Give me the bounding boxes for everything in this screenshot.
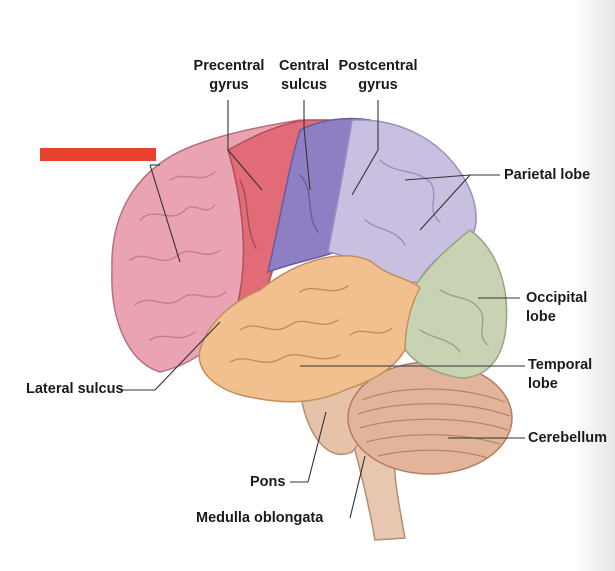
leader-lines — [120, 100, 525, 519]
label-postcentral-gyrus: Postcentral gyrus — [332, 57, 424, 95]
label-central-sulcus-line2: sulcus — [281, 77, 327, 93]
label-occipital-lobe-line2: lobe — [526, 309, 556, 325]
label-precentral-gyrus: Precentral gyrus — [186, 57, 272, 95]
label-cerebellum: Cerebellum — [528, 430, 607, 446]
label-central-sulcus-line1: Central — [279, 58, 329, 74]
label-precentral-gyrus-line1: Precentral — [193, 58, 265, 74]
label-occipital-lobe: Occipital lobe — [526, 289, 587, 327]
label-temporal-lobe: Temporal lobe — [528, 356, 592, 394]
label-occipital-lobe-line1: Occipital — [526, 290, 588, 306]
temporal-lobe-shape — [198, 255, 421, 403]
label-temporal-lobe-line2: lobe — [528, 376, 558, 392]
label-parietal-lobe: Parietal lobe — [504, 167, 591, 183]
label-precentral-gyrus-line2: gyrus — [209, 77, 249, 93]
label-medulla-oblongata: Medulla oblongata — [196, 510, 324, 526]
occipital-lobe-shape — [401, 229, 508, 379]
label-postcentral-gyrus-line1: Postcentral — [338, 58, 418, 74]
label-central-sulcus: Central sulcus — [268, 57, 340, 95]
redaction-bar — [40, 148, 156, 161]
label-postcentral-gyrus-line2: gyrus — [358, 77, 398, 93]
label-temporal-lobe-line1: Temporal — [528, 357, 593, 373]
cerebellum-folia — [357, 388, 511, 459]
label-lateral-sulcus: Lateral sulcus — [26, 381, 124, 397]
label-pons: Pons — [250, 474, 286, 490]
